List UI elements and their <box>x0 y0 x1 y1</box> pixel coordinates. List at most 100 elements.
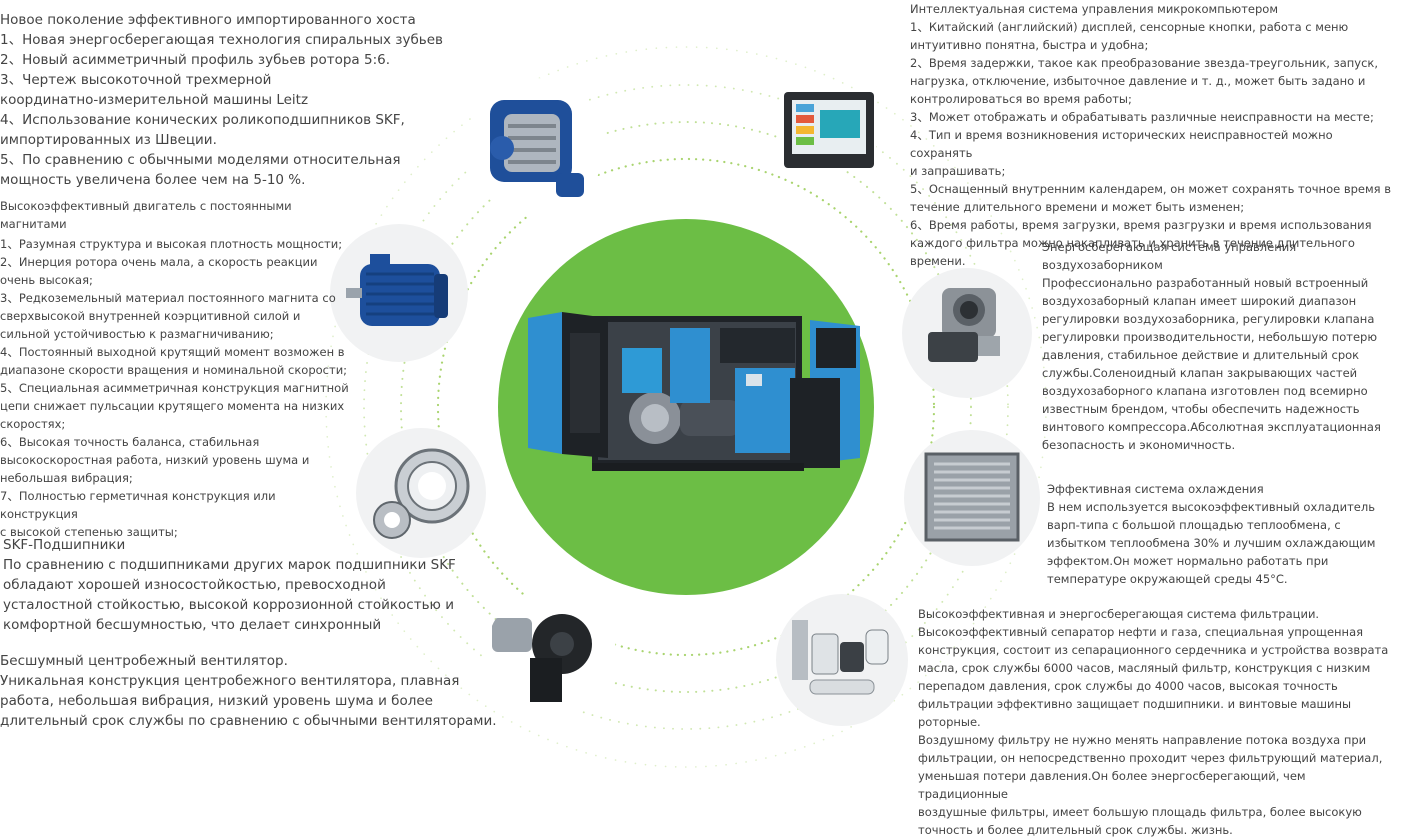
intake-valve-icon <box>928 288 1000 362</box>
bearing-thumb <box>356 428 486 558</box>
host-item: 5、По сравнению с обычными моделями относ… <box>0 152 401 168</box>
fan-title: Бесшумный центробежный вентилятор. <box>0 653 288 669</box>
filtration-line: Высокоэффективный сепаратор нефти и газа… <box>918 625 1364 639</box>
filtration-line: воздушные фильтры, имеет большую площадь… <box>918 805 1362 819</box>
control-item: нагрузка, отключение, избыточное давлени… <box>910 74 1366 88</box>
control-item: 5、Оснащенный внутренним календарем, он м… <box>910 182 1392 196</box>
fan-thumb <box>486 588 616 718</box>
filtration-line: фильтрации, он непосредственно проходит … <box>918 751 1383 765</box>
intake-title-line: Энергосберегающая система управления <box>1042 240 1297 254</box>
control-item: интуитивно понятна, быстра и удобна; <box>910 38 1149 52</box>
motor-title-line: Высокоэффективный двигатель с постоянным… <box>0 199 292 213</box>
control-item: 1、Китайский (английский) дисплей, сенсор… <box>910 20 1349 34</box>
filtration-line: фильтрации эффективно защищает подшипник… <box>918 697 1352 711</box>
intake-line: воздухозаборного клапана изготовлен под … <box>1042 384 1368 398</box>
fan-line: работа, небольшая вибрация, низкий урове… <box>0 693 433 709</box>
host-item: координатно-измерительной машины Leitz <box>0 92 309 108</box>
filtration-section: Высокоэффективная и энергосберегающая си… <box>918 605 1398 839</box>
motor-item: 7、Полностью герметичная конструкция или … <box>0 489 276 521</box>
cooling-line: температуре окружающей среды 45°C. <box>1047 572 1288 586</box>
control-item: и запрашивать; <box>910 164 1006 178</box>
control-item: контролироваться во время работы; <box>910 92 1132 106</box>
motor-item: сильной устойчивостью к размагничиванию; <box>0 327 274 341</box>
fan-icon <box>492 614 592 702</box>
motor-item: 6、Высокая точность баланса, стабильная <box>0 435 260 449</box>
motor-icon <box>346 254 448 326</box>
motor-item: 4、Постоянный выходной крутящий момент во… <box>0 345 345 359</box>
control-item: времени. <box>910 254 966 268</box>
motor-item: диапазоне скорости вращения и номинально… <box>0 363 348 377</box>
motor-item: с высокой степенью защиты; <box>0 525 178 539</box>
control-item: каждого фильтра можно накапливать и хран… <box>910 236 1355 250</box>
host-section: Новое поколение эффективного импортирова… <box>0 10 460 190</box>
intake-line: регулировки производительности, небольшу… <box>1042 330 1378 344</box>
filtration-line: Воздушному фильтру не нужно менять напра… <box>918 733 1367 747</box>
control-item: 6、Время работы, время загрузки, время ра… <box>910 218 1372 232</box>
fan-line: Уникальная конструкция центробежного вен… <box>0 673 460 689</box>
skf-section: SKF-Подшипники По сравнению с подшипника… <box>3 535 473 635</box>
screw-airend-thumb <box>466 78 604 216</box>
cooling-title: Эффективная система охлаждения <box>1047 482 1264 496</box>
screw-airend-icon <box>490 100 584 197</box>
skf-line: комфортной бесшумностью, что делает синх… <box>3 617 382 633</box>
filters-icon <box>792 620 889 695</box>
control-item: 4、Тип и время возникновения исторических… <box>910 128 1333 160</box>
host-title: Новое поколение эффективного импортирова… <box>0 12 416 28</box>
filtration-line: конструкция, состоит из сепарационного с… <box>918 643 1389 657</box>
host-item: 1、Новая энергосберегающая технология спи… <box>0 32 444 48</box>
fan-section: Бесшумный центробежный вентилятор. Уника… <box>0 651 500 731</box>
cooler-icon <box>924 452 1020 542</box>
motor-item: высокоскоростная работа, низкий уровень … <box>0 453 310 467</box>
compressor-unit-illustration <box>528 312 860 471</box>
motor-item: 2、Инерция ротора очень мала, а скорость … <box>0 255 318 269</box>
control-section: Интеллектуальная система управления микр… <box>910 0 1398 270</box>
motor-title-line: магнитами <box>0 217 67 231</box>
motor-item: 1、Разумная структура и высокая плотность… <box>0 237 343 251</box>
host-item: 3、Чертеж высокоточной трехмерной <box>0 72 272 88</box>
motor-item: очень высокая; <box>0 273 93 287</box>
cooling-line: варп-типа с большой площадью теплообмена… <box>1047 518 1341 532</box>
control-item: 2、Время задержки, такое как преобразован… <box>910 56 1379 70</box>
host-item: мощность увеличена более чем на 5-10 %. <box>0 172 306 188</box>
fan-line: длительный срок службы по сравнению с об… <box>0 713 497 729</box>
cooler-thumb <box>904 430 1040 566</box>
control-item: 3、Может отображать и обрабатывать различ… <box>910 110 1374 124</box>
host-item: 4、Использование конических роликоподшипн… <box>0 112 405 128</box>
host-item: 2、Новый асимметричный профиль зубьев рот… <box>0 52 391 68</box>
skf-line: обладают хорошей износостойкостью, прево… <box>3 577 386 593</box>
intake-title-line: воздухозаборником <box>1042 258 1163 272</box>
filtration-line: точность и более длительный срок службы.… <box>918 823 1233 837</box>
controller-screen-icon <box>784 92 874 168</box>
intake-line: регулировки воздухозаборника, регулировк… <box>1042 312 1375 326</box>
cooling-line: эффектом.Он может нормально работать при <box>1047 554 1329 568</box>
motor-item: 3、Редкоземельный материал постоянного ма… <box>0 291 336 305</box>
filtration-line: масла, срок службы 6000 часов, масляный … <box>918 661 1371 675</box>
motor-item: скоростях; <box>0 417 66 431</box>
filtration-line: уменьшая потери давления.Он более энерго… <box>918 769 1306 801</box>
skf-line: усталостной стойкостью, высокой коррозио… <box>3 597 454 613</box>
filtration-line: перепадом давления, срок службы до 4000 … <box>918 679 1338 693</box>
motor-item: 5、Специальная асимметричная конструкция … <box>0 381 349 395</box>
intake-line: службы.Соленоидный клапан закрывающих ча… <box>1042 366 1358 380</box>
skf-title: SKF-Подшипники <box>3 537 126 553</box>
motor-item: небольшая вибрация; <box>0 471 133 485</box>
intake-valve-thumb <box>902 268 1032 398</box>
intake-line: давления, стабильное действие и длительн… <box>1042 348 1360 362</box>
filtration-title: Высокоэффективная и энергосберегающая си… <box>918 607 1320 621</box>
motor-section: Высокоэффективный двигатель с постоянным… <box>0 197 350 541</box>
filtration-line: роторные. <box>918 715 981 729</box>
host-item: импортированных из Швеции. <box>0 132 217 148</box>
controller-panel-thumb <box>782 90 876 170</box>
filters-thumb <box>776 594 908 726</box>
intake-line: безопасность и экономичность. <box>1042 438 1236 452</box>
motor-item: цепи снижает пульсации крутящего момента… <box>0 399 345 413</box>
skf-line: По сравнению с подшипниками других марок… <box>3 557 456 573</box>
intake-line: Профессионально разработанный новый встр… <box>1042 276 1369 290</box>
intake-line: воздухозаборный клапан имеет широкий диа… <box>1042 294 1357 308</box>
intake-section: Энергосберегающая система управления воз… <box>1042 238 1397 454</box>
motor-item: сверхвысокой внутренней коэрцитивной сил… <box>0 309 301 323</box>
intake-line: известным брендом, чтобы обеспечить наде… <box>1042 402 1360 416</box>
control-title: Интеллектуальная система управления микр… <box>910 2 1278 16</box>
cooling-section: Эффективная система охлаждения В нем исп… <box>1047 480 1397 588</box>
